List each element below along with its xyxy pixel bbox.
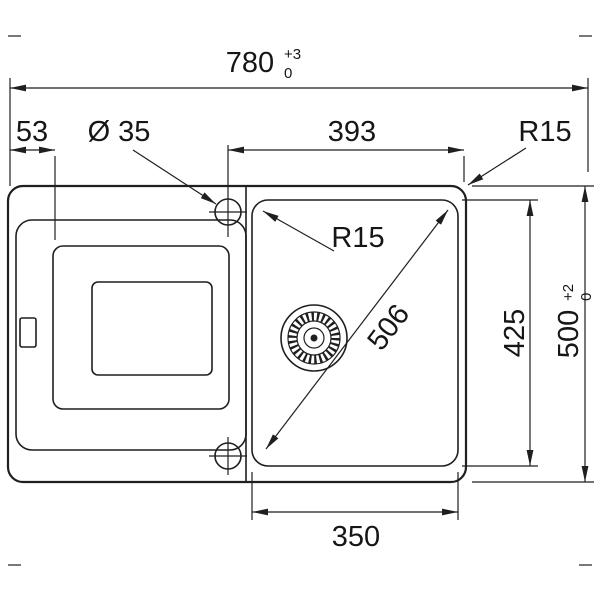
dim-bowl-depth-label: 425 [499, 309, 531, 357]
dim-bowl-width: 350 [251, 472, 459, 553]
drainboard-slot [19, 317, 37, 348]
dim-outer-corner-radius: R15 [467, 116, 572, 186]
dim-hole-to-edge-label: 393 [328, 116, 376, 148]
dim-overall-width-tol-lower: 0 [284, 65, 292, 82]
sink-outline [6, 184, 468, 484]
dim-outer-corner-radius-label: R15 [518, 116, 571, 148]
tap-hole-bottom [209, 437, 247, 475]
dim-overall-depth: 500 +2 0 [472, 185, 595, 483]
drain-strainer [280, 304, 348, 372]
dim-edge-offset: 53 [10, 116, 56, 240]
dim-tap-hole-diameter-label: Ø 35 [88, 116, 151, 148]
dim-overall-depth-tol-upper: +2 [560, 284, 577, 301]
leader-line [132, 149, 217, 205]
dim-bowl-corner-radius: R15 [262, 210, 385, 254]
drainboard-panel [52, 245, 230, 410]
dim-bowl-width-label: 350 [332, 521, 380, 553]
leader-line [467, 147, 527, 186]
drainboard-inner-step [91, 281, 213, 376]
dim-bowl-corner-radius-label: R15 [331, 222, 384, 254]
dim-bowl-depth: 425 [462, 199, 538, 467]
bowl-outline [251, 199, 459, 467]
trim-marks [8, 35, 592, 566]
drainboard-recess [15, 219, 247, 451]
dim-overall-depth-tol-lower: 0 [578, 293, 595, 301]
dim-hole-to-edge: 393 [228, 116, 465, 182]
dim-overall-width: 780 +3 0 [9, 46, 589, 186]
dim-overall-width-tol-upper: +3 [284, 46, 301, 63]
drain-center-dot [310, 334, 318, 342]
dimension-line [265, 209, 449, 450]
dim-bowl-diagonal-label: 506 [361, 299, 416, 357]
dim-overall-width-label: 780 [226, 47, 274, 79]
dim-overall-depth-label: 500 [553, 310, 585, 358]
tap-hole-top [209, 145, 247, 237]
leader-line [262, 210, 335, 252]
dim-edge-offset-label: 53 [16, 116, 48, 148]
dim-tap-hole-diameter: Ø 35 [88, 116, 217, 205]
